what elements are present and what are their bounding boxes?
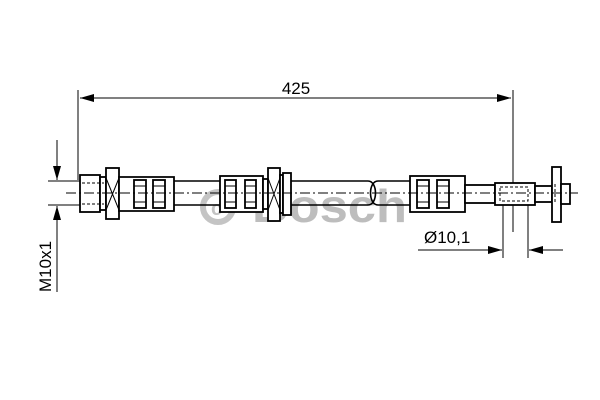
thread-dimension: M10x1 — [36, 140, 82, 292]
length-label: 425 — [282, 79, 310, 98]
length-dimension: 425 — [77, 79, 514, 232]
svg-text:c: c — [211, 198, 222, 220]
right-fitting — [409, 166, 571, 223]
thread-label: M10x1 — [36, 241, 55, 292]
diameter-dimension: Ø10,1 — [418, 205, 563, 258]
middle-fitting — [219, 167, 292, 222]
diameter-label: Ø10,1 — [424, 228, 470, 247]
